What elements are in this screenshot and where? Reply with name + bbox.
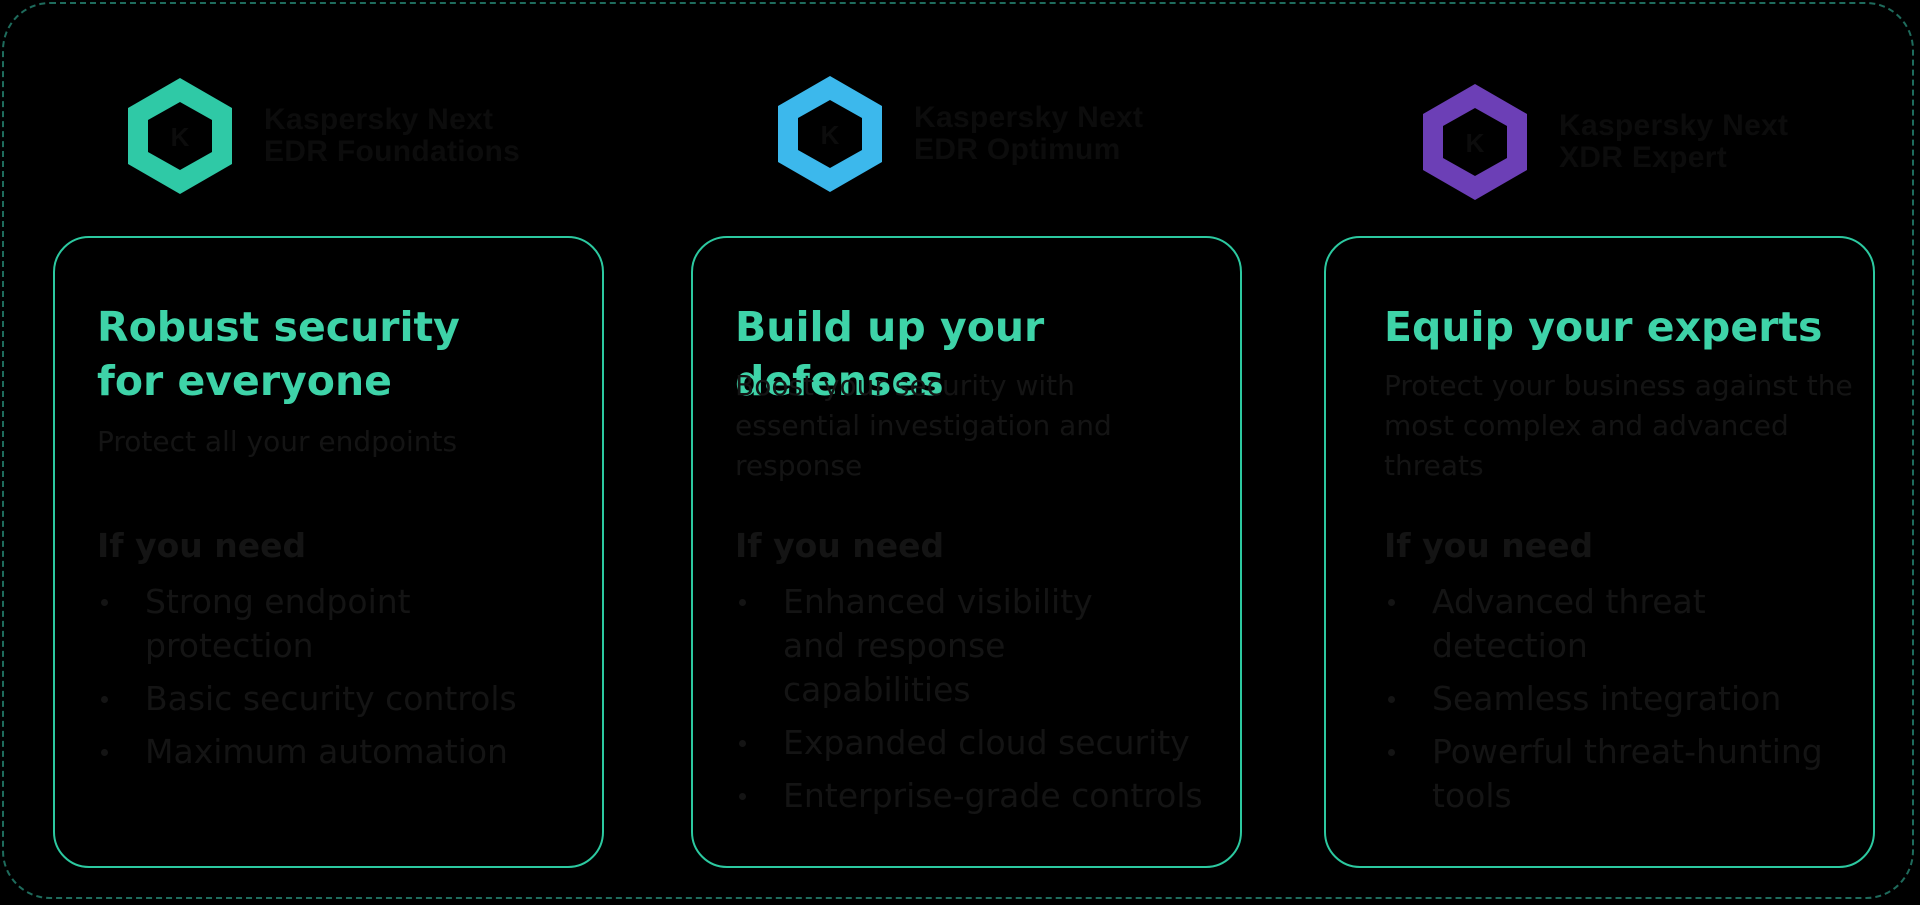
bullet-icon [1388,696,1395,703]
bullet-icon [739,793,746,800]
card-subtitle: Protect all your endpoints [97,425,458,458]
logo-brand: Kaspersky Next [914,101,1144,134]
card-subtitle: Protect your business against the most c… [1384,369,1853,482]
needs-heading: If you need [97,526,307,565]
card-title-line1: Equip your experts [1384,303,1823,351]
logo-product: EDR Optimum [914,133,1121,166]
logo-brand: Kaspersky Next [1559,109,1789,142]
card-title-line2: for everyone [97,357,392,405]
bullet-icon [101,696,108,703]
list-item: Maximum automation [97,730,587,774]
needs-list: Enhanced visibility and response capabil… [735,580,1225,827]
needs-list: Strong endpoint protection Basic securit… [97,580,587,783]
card-edr-foundations: Robust security for everyone Protect all… [53,236,604,868]
bullet-icon [1388,599,1395,606]
card-edr-optimum: Build up your defenses Boost your securi… [691,236,1242,868]
logo-product: XDR Expert [1559,141,1728,174]
list-item: Seamless integration [1384,677,1854,721]
card-title-line1: Robust security [97,303,460,351]
bullet-icon [1388,749,1395,756]
logo-xdr-expert: K Kaspersky Next XDR Expert [1417,80,1788,204]
bullet-icon [739,740,746,747]
logo-edr-optimum: K Kaspersky Next EDR Optimum [772,72,1143,196]
logo-product: EDR Foundations [264,135,521,168]
list-item: Basic security controls [97,677,587,721]
card-subtitle: Boost your security with essential inves… [735,369,1112,482]
logo-edr-foundations: K Kaspersky Next EDR Foundations [122,74,520,198]
hexagon-k-icon: K [778,76,882,192]
logo-letter: K [1466,128,1485,158]
card-xdr-expert: Equip your experts Protect your business… [1324,236,1875,868]
bullet-icon [101,599,108,606]
card-title: Equip your experts [1384,300,1864,354]
logo-wordmark: Kaspersky Next EDR Optimum [914,102,1143,166]
card-title: Robust security for everyone [97,300,577,408]
bullet-icon [739,599,746,606]
list-item: Expanded cloud security [735,721,1225,765]
list-item: Enterprise-grade controls [735,774,1225,818]
card-title-line1: Build up your defenses [735,303,1045,405]
hexagon-k-icon: K [128,78,232,194]
list-item: Powerful threat-hunting tools [1384,730,1872,818]
list-item: Enhanced visibility and response capabil… [735,580,1163,712]
logo-wordmark: Kaspersky Next XDR Expert [1559,110,1788,174]
needs-heading: If you need [1384,526,1594,565]
bullet-icon [101,749,108,756]
card-title: Build up your defenses [735,300,1215,408]
hexagon-k-icon: K [1423,84,1527,200]
list-item: Advanced threat detection [1384,580,1752,668]
logo-brand: Kaspersky Next [264,103,494,136]
list-item: Strong endpoint protection [97,580,445,668]
logo-letter: K [171,122,190,152]
logo-wordmark: Kaspersky Next EDR Foundations [264,104,520,168]
needs-heading: If you need [735,526,945,565]
needs-list: Advanced threat detection Seamless integ… [1384,580,1854,827]
logo-letter: K [821,120,840,150]
